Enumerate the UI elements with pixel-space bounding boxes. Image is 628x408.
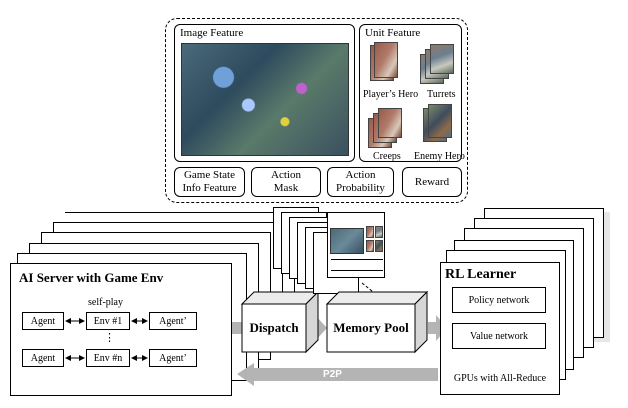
sample-unit-thumb (375, 240, 383, 252)
value-network-box (452, 323, 546, 349)
agent-label-1: Agent (30, 316, 56, 327)
policy-network-label: Policy network (468, 295, 530, 306)
arrow-memory-to-learner (428, 315, 447, 341)
agent-box-1 (22, 312, 64, 330)
turrets-image (430, 44, 454, 74)
reward-box: Reward (402, 167, 462, 197)
game-state-line1: Game State (183, 169, 235, 181)
envn-box (86, 349, 130, 367)
game-state-line2: Info Feature (182, 182, 237, 194)
action-probability-box: Action Probability (327, 167, 394, 197)
unit-feature-title: Unit Feature (365, 27, 421, 39)
sample-game-thumb (330, 228, 364, 254)
agent-prime-label-n: Agent’ (159, 353, 187, 364)
self-play-label: self-play (88, 297, 123, 308)
action-mask-line1: Action (271, 169, 301, 181)
game-state-info-feature-box: Game State Info Feature (174, 167, 245, 197)
creeps-image (378, 108, 402, 138)
agent-prime-box-n (149, 349, 197, 367)
envn-label: Env #n (93, 353, 123, 364)
action-mask-box: Action Mask (251, 167, 321, 197)
sample-unit-thumb (375, 226, 383, 238)
p2p-arrow (237, 363, 438, 386)
sample-unit-thumb (366, 226, 374, 238)
env1-label: Env #1 (93, 316, 123, 327)
action-mask-line2: Mask (273, 182, 299, 194)
players-hero-label: Player’s Hero (363, 89, 419, 100)
agent-prime-label-1: Agent’ (159, 316, 187, 327)
ellipsis-dots: ⋮ (104, 332, 115, 344)
action-prob-line2: Probability (336, 182, 385, 194)
image-feature-title: Image Feature (180, 27, 244, 39)
rl-learner-title: RL Learner (445, 267, 517, 282)
agent-label-n: Agent (30, 353, 56, 364)
turrets-label: Turrets (427, 89, 456, 100)
gpus-label: GPUs with All-Reduce (453, 373, 547, 384)
action-prob-line1: Action (345, 169, 376, 181)
ai-server-title: AI Server with Game Env (19, 270, 164, 285)
game-screenshot (181, 43, 349, 156)
dispatch-label: Dispatch (249, 320, 299, 335)
env1-box (86, 312, 130, 330)
enemy-hero-label: Enemy Hero (414, 151, 465, 162)
sample-feature-row (331, 259, 383, 271)
p2p-label: P2P (323, 369, 342, 380)
players-hero-image (374, 42, 398, 78)
creeps-label: Creeps (373, 151, 401, 162)
value-network-label: Value network (469, 331, 529, 342)
reward-label: Reward (414, 175, 450, 188)
enemy-hero-image (428, 104, 452, 138)
observation-panel (165, 18, 468, 203)
agent-box-n (22, 349, 64, 367)
policy-network-box (452, 287, 546, 313)
sample-unit-thumb (366, 240, 374, 252)
agent-prime-box-1 (149, 312, 197, 330)
memory-pool-label: Memory Pool (333, 320, 409, 335)
